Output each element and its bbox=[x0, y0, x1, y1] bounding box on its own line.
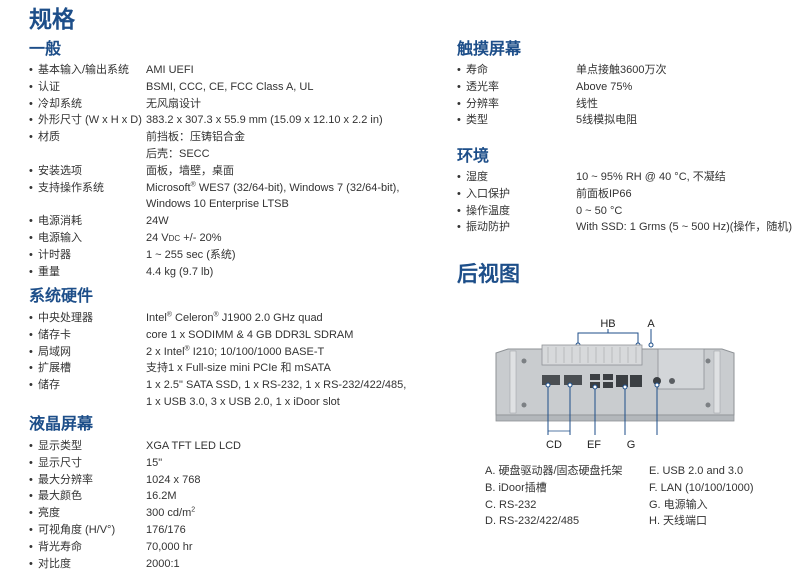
port-rs232 bbox=[542, 375, 560, 385]
port-usb-1 bbox=[590, 374, 600, 380]
spec-row-material: •材质前挡板：压铸铝合金后壳：SECC bbox=[29, 131, 245, 160]
rear-view-diagram: HB A CD EF G bbox=[495, 318, 735, 451]
callout-ef: EF bbox=[587, 439, 601, 451]
section-title-environment: 环境 bbox=[457, 148, 490, 165]
legend-item-b: B. iDoor插槽 bbox=[485, 481, 547, 494]
drive-bay bbox=[657, 348, 705, 390]
port-power bbox=[653, 377, 661, 385]
section-title-general: 一般 bbox=[29, 41, 62, 58]
callout-hb: HB bbox=[600, 318, 615, 330]
section-title-hardware: 系统硬件 bbox=[29, 288, 94, 305]
spec-row-cooling: •冷却系统无风扇设计 bbox=[29, 97, 201, 110]
spec-row-ingress: •入口保护前面板IP66 bbox=[457, 187, 632, 200]
legend-item-h: H. 天线端口 bbox=[649, 515, 708, 528]
legend-item-d: D. RS-232/422/485 bbox=[485, 515, 580, 528]
port-rs232-422-485 bbox=[564, 375, 582, 385]
port-usb-4 bbox=[603, 382, 613, 388]
spec-row-touch-life: •寿命单点接触3600万次 bbox=[457, 64, 667, 76]
heatsink bbox=[541, 344, 643, 366]
callout-cd: CD bbox=[546, 439, 562, 451]
spec-row-touch-resolution: •分辨率线性 bbox=[457, 97, 598, 110]
port-antenna bbox=[669, 378, 675, 384]
section-title-rear-view: 后视图 bbox=[457, 263, 520, 286]
callout-a: A bbox=[647, 318, 655, 330]
spec-row-dimensions: •外形尺寸 (W x H x D)383.2 x 307.3 x 55.9 mm… bbox=[29, 114, 383, 127]
rear-legend-left: A. 硬盘驱动器/固态硬盘托架 B. iDoor插槽 C. RS-232 D. … bbox=[485, 463, 623, 530]
port-lan-1 bbox=[616, 375, 628, 387]
legend-item-f: F. LAN (10/100/1000) bbox=[649, 481, 754, 494]
panel-bezel bbox=[495, 414, 735, 422]
spec-row-expansion: •扩展槽支持1 x Full-size mini PCIe 和 mSATA bbox=[29, 362, 331, 375]
page-title: 规格 bbox=[29, 6, 75, 32]
callout-hb-bracket bbox=[577, 332, 639, 345]
port-usb-3 bbox=[603, 374, 613, 380]
rear-legend-right: E. USB 2.0 and 3.0 F. LAN (10/100/1000) … bbox=[649, 463, 754, 530]
callout-g: G bbox=[627, 439, 636, 451]
legend-item-g: G. 电源输入 bbox=[649, 498, 708, 511]
legend-item-c: C. RS-232 bbox=[485, 498, 537, 511]
spec-row-mounting: •安装选项面板，墙壁，桌面 bbox=[29, 164, 234, 177]
legend-item-e: E. USB 2.0 and 3.0 bbox=[649, 465, 744, 477]
legend-item-a: A. 硬盘驱动器/固态硬盘托架 bbox=[485, 465, 623, 477]
section-title-lcd: 液晶屏幕 bbox=[29, 416, 94, 433]
spec-row-viewing-angle: •可视角度 (H/V°)176/176 bbox=[29, 523, 186, 536]
port-lan-2 bbox=[630, 375, 642, 387]
section-title-touch: 触摸屏幕 bbox=[457, 41, 522, 58]
